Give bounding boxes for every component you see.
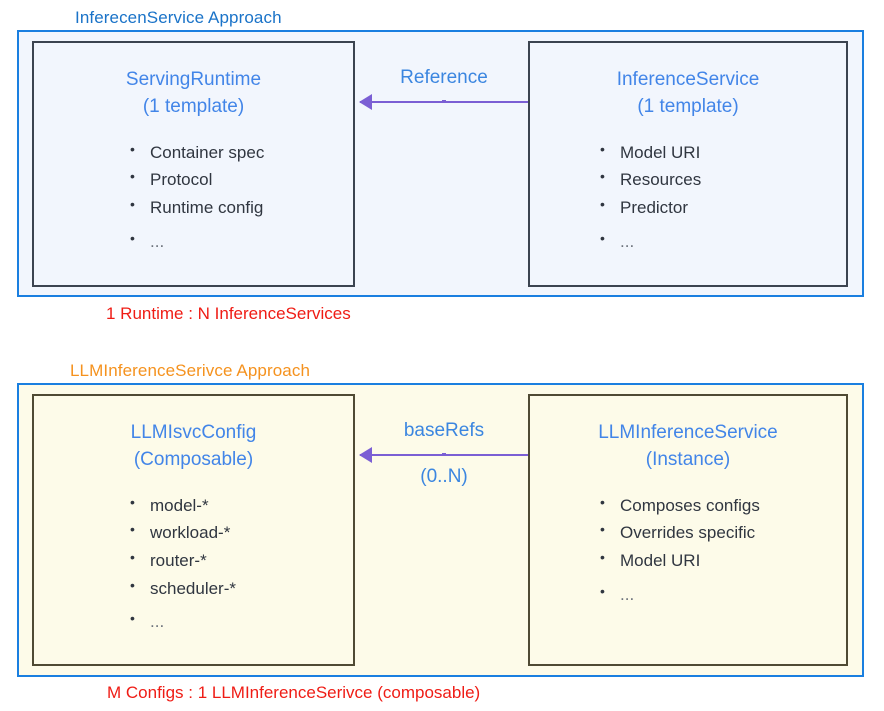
connector-midpoint-dot bbox=[442, 453, 446, 456]
bullet-list-serving-runtime: Container spec Protocol Runtime config .… bbox=[34, 138, 353, 256]
list-item: Composes configs bbox=[530, 491, 846, 520]
caption-inference-service-ratio: 1 Runtime : N InferenceServices bbox=[106, 304, 351, 323]
section-llm-inference-service-approach: LLMInferenceSerivce Approach LLMIsvcConf… bbox=[0, 355, 884, 711]
connector-label-cardinality: (0..N) bbox=[420, 466, 468, 487]
caption-llm-inference-service-ratio: M Configs : 1 LLMInferenceSerivce (compo… bbox=[107, 683, 481, 702]
connector-label-base-refs: baseRefs bbox=[403, 420, 485, 441]
list-item: Predictor bbox=[530, 193, 846, 222]
entity-title-llm-inference-service: LLMInferenceService bbox=[598, 422, 778, 443]
list-item: scheduler-* bbox=[34, 574, 353, 603]
list-item: ... bbox=[34, 227, 353, 256]
section-inference-service-approach: InferecenService Approach ServingRuntime… bbox=[0, 0, 884, 340]
entity-subtitle-llm-isvc-config: (Composable) bbox=[133, 448, 254, 470]
entity-inference-service[interactable]: InferenceService (1 template) Model URI … bbox=[528, 41, 848, 287]
list-item: Protocol bbox=[34, 165, 353, 194]
list-item: Model URI bbox=[530, 546, 846, 575]
list-item: router-* bbox=[34, 546, 353, 575]
entity-subtitle-serving-runtime: (1 template) bbox=[142, 95, 245, 117]
arrow-head-icon bbox=[359, 94, 372, 110]
list-item: Model URI bbox=[530, 138, 846, 167]
entity-subtitle-llm-inference-service: (Instance) bbox=[645, 448, 731, 470]
list-item: Runtime config bbox=[34, 193, 353, 222]
list-item: ... bbox=[530, 580, 846, 609]
list-item: model-* bbox=[34, 491, 353, 520]
section-title-llm-inference-service: LLMInferenceSerivce Approach bbox=[70, 361, 310, 380]
arrow-head-icon bbox=[359, 447, 372, 463]
list-item: Resources bbox=[530, 165, 846, 194]
list-item: workload-* bbox=[34, 518, 353, 547]
section-title-inference-service: InferecenService Approach bbox=[75, 8, 282, 27]
connector-midpoint-dot bbox=[442, 100, 446, 103]
bullet-list-llm-inference-service: Composes configs Overrides specific Mode… bbox=[530, 491, 846, 609]
entity-subtitle-inference-service: (1 template) bbox=[637, 95, 739, 117]
entity-title-serving-runtime: ServingRuntime bbox=[125, 69, 262, 90]
bullet-list-inference-service: Model URI Resources Predictor ... bbox=[530, 138, 846, 256]
entity-llm-isvc-config[interactable]: LLMIsvcConfig (Composable) model-* workl… bbox=[32, 394, 355, 666]
list-item: ... bbox=[530, 227, 846, 256]
entity-title-llm-isvc-config: LLMIsvcConfig bbox=[130, 422, 257, 443]
list-item: Overrides specific bbox=[530, 518, 846, 547]
list-item: ... bbox=[34, 607, 353, 636]
list-item: Container spec bbox=[34, 138, 353, 167]
entity-llm-inference-service[interactable]: LLMInferenceService (Instance) Composes … bbox=[528, 394, 848, 666]
entity-serving-runtime[interactable]: ServingRuntime (1 template) Container sp… bbox=[32, 41, 355, 287]
entity-title-inference-service: InferenceService bbox=[616, 69, 760, 90]
bullet-list-llm-isvc-config: model-* workload-* router-* scheduler-* … bbox=[34, 491, 353, 636]
connector-label-reference: Reference bbox=[400, 67, 488, 88]
